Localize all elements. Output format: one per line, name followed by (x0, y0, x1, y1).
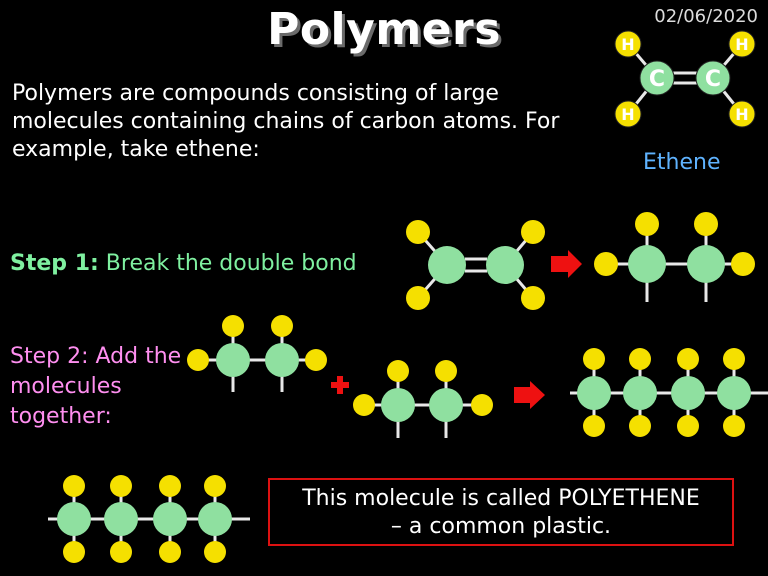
hydrogen-atom (594, 252, 618, 276)
ethene-carbon (695, 60, 731, 96)
hydrogen-atom (521, 220, 545, 244)
carbon-atom (486, 246, 524, 284)
hydrogen-atom (677, 415, 699, 437)
ethene-c-label: C (705, 67, 721, 92)
hydrogen-atom (406, 220, 430, 244)
carbon-atom (687, 245, 725, 283)
hydrogen-atom (435, 360, 457, 382)
ethene-atoms (614, 30, 756, 128)
hydrogen-atom (222, 315, 244, 337)
ethene-h-label: H (735, 35, 748, 54)
ethene-carbon (639, 60, 675, 96)
hydrogen-atom (387, 360, 409, 382)
carbon-atom (671, 376, 705, 410)
step1-ethene-model (406, 220, 545, 310)
hydrogen-atom (731, 252, 755, 276)
hydrogen-atom (63, 475, 85, 497)
carbon-atom (381, 388, 415, 422)
ethene-c-label: C (649, 67, 665, 92)
carbon-atom (153, 502, 187, 536)
plus-icon (331, 376, 349, 394)
hydrogen-atom (629, 348, 651, 370)
carbon-atom (577, 376, 611, 410)
hydrogen-atom (63, 541, 85, 563)
hydrogen-atom (723, 415, 745, 437)
hydrogen-atom (159, 475, 181, 497)
page-title: Polymers (267, 4, 501, 55)
ethene-hydrogen (614, 30, 642, 58)
hydrogen-atom (110, 541, 132, 563)
step1-text: Break the double bond (105, 251, 357, 276)
step2-monomer-a (187, 315, 327, 392)
carbon-atom (717, 376, 751, 410)
hydrogen-atom (305, 349, 327, 371)
callout-line-1: This molecule is called POLYETHENE (302, 486, 700, 511)
carbon-atom (428, 246, 466, 284)
step2-chain-model (570, 348, 768, 437)
ethene-label: Ethene (643, 150, 721, 175)
slide-date: 02/06/2020 (654, 6, 758, 27)
hydrogen-atom (694, 212, 718, 236)
polyethene-callout: This molecule is called POLYETHENE – a c… (268, 478, 734, 546)
hydrogen-atom (521, 286, 545, 310)
right-arrow-icon (514, 381, 545, 409)
carbon-atom (216, 343, 250, 377)
carbon-atom (104, 502, 138, 536)
carbon-atom (198, 502, 232, 536)
hydrogen-atom (583, 348, 605, 370)
callout-line-2: – a common plastic. (390, 514, 612, 539)
polyethene-chain-model (48, 475, 250, 563)
hydrogen-atom (406, 286, 430, 310)
ethene-h-label: H (735, 105, 748, 124)
carbon-atom (429, 388, 463, 422)
ethene-h-label: H (621, 105, 634, 124)
ethene-hydrogen (728, 30, 756, 58)
step2-label: Step 2: Add the molecules together: (10, 344, 182, 429)
step1-monomer-model (594, 212, 755, 302)
hydrogen-atom (204, 475, 226, 497)
hydrogen-atom (677, 348, 699, 370)
carbon-atom (265, 343, 299, 377)
hydrogen-atom (353, 394, 375, 416)
hydrogen-atom (187, 349, 209, 371)
hydrogen-atom (204, 541, 226, 563)
hydrogen-atom (110, 475, 132, 497)
intro-text: Polymers are compounds consisting of lar… (12, 81, 560, 162)
hydrogen-atom (723, 348, 745, 370)
carbon-atom (57, 502, 91, 536)
step1-prefix: Step 1: (10, 251, 99, 276)
hydrogen-atom (271, 315, 293, 337)
carbon-atom (623, 376, 657, 410)
hydrogen-atom (471, 394, 493, 416)
hydrogen-atom (629, 415, 651, 437)
hydrogen-atom (635, 212, 659, 236)
hydrogen-atom (159, 541, 181, 563)
step1-label: Step 1: Break the double bond (10, 251, 357, 276)
right-arrow-icon (551, 250, 582, 278)
step2-monomer-b (353, 360, 493, 438)
hydrogen-atom (583, 415, 605, 437)
carbon-atom (628, 245, 666, 283)
ethene-hydrogen (728, 100, 756, 128)
ethene-h-label: H (621, 35, 634, 54)
ethene-hydrogen (614, 100, 642, 128)
